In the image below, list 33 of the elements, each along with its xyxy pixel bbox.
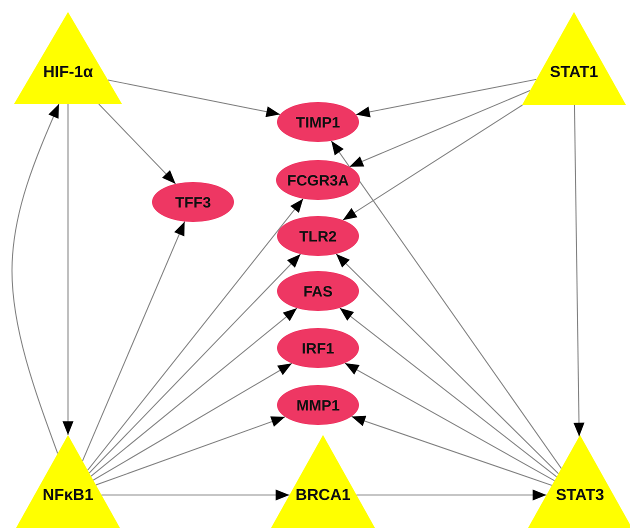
gene-label: TLR2 xyxy=(299,230,337,244)
arrow xyxy=(102,490,290,500)
gene-label: STAT3 xyxy=(556,488,604,504)
arrow xyxy=(339,308,557,478)
gene-label: HIF-1α xyxy=(43,65,93,81)
gene-label: IRF1 xyxy=(302,342,334,356)
gene-label: TIMP1 xyxy=(296,116,340,130)
arrow xyxy=(96,416,286,486)
arrow xyxy=(344,362,555,482)
arrow xyxy=(356,78,536,118)
arrow xyxy=(330,140,562,469)
gene-label: FCGR3A xyxy=(287,174,349,188)
arrow xyxy=(336,254,559,474)
gene-label: MMP1 xyxy=(296,398,340,414)
gene-label: TFF3 xyxy=(175,196,211,210)
arrow xyxy=(98,104,176,184)
arrow xyxy=(356,490,546,500)
arrow xyxy=(62,104,74,435)
arrow xyxy=(88,254,301,474)
arrow xyxy=(351,416,552,486)
arrow xyxy=(82,221,186,462)
arrow xyxy=(92,362,292,481)
gene-label: STAT1 xyxy=(550,65,598,81)
arrow xyxy=(11,104,60,454)
arrow xyxy=(349,90,530,168)
arrow xyxy=(90,308,298,477)
arrow xyxy=(573,105,584,436)
arrow xyxy=(108,79,280,118)
gene-label: BRCA1 xyxy=(295,488,351,504)
gene-label: NFκB1 xyxy=(42,488,94,504)
arrow xyxy=(87,198,304,471)
gene-label: FAS xyxy=(303,284,333,300)
arrow xyxy=(342,104,523,221)
